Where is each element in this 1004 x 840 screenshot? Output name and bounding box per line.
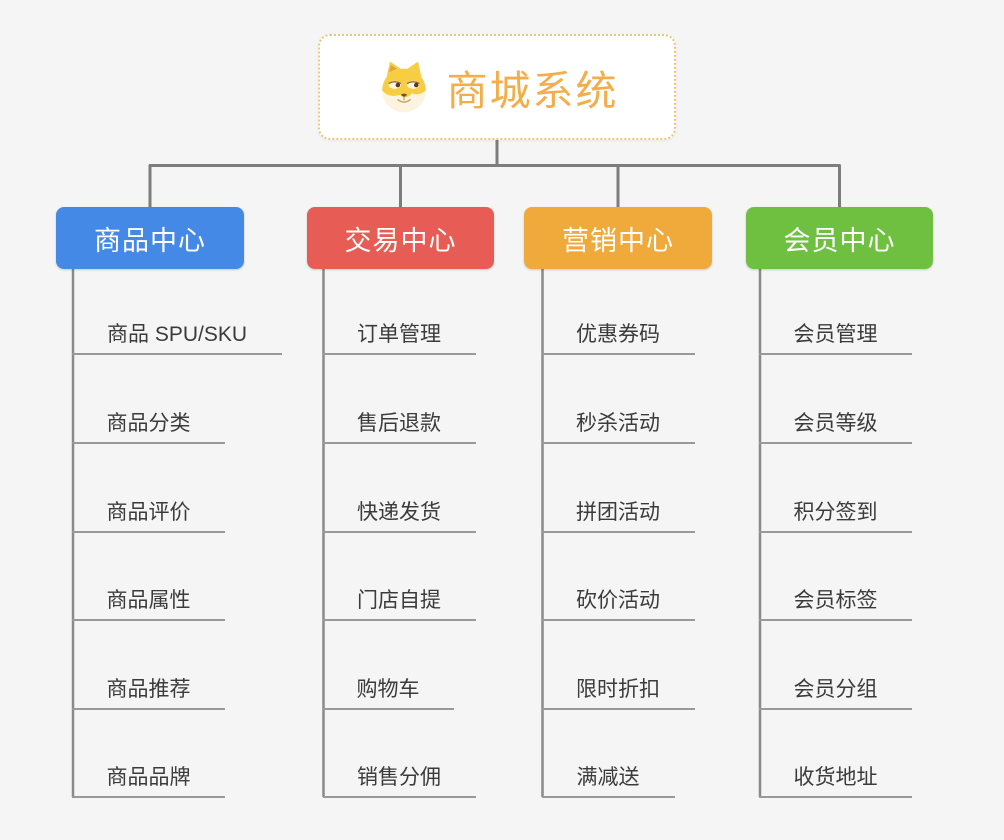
leaf-item[interactable]: 快递发货	[322, 493, 476, 533]
connector-top-rail	[148, 164, 841, 208]
leaf-item[interactable]: 会员管理	[759, 315, 912, 355]
leaf-item[interactable]: 商品属性	[72, 581, 225, 621]
leaf-item[interactable]: 积分签到	[759, 493, 912, 533]
leaf-item[interactable]: 购物车	[322, 670, 454, 710]
branch-header-member-center[interactable]: 会员中心	[746, 207, 933, 269]
root-node-title: 商城系统	[446, 68, 619, 114]
leaf-item[interactable]: 销售分佣	[322, 758, 476, 798]
leaf-item[interactable]: 商品品牌	[72, 758, 225, 798]
leaf-item[interactable]: 满减送	[541, 758, 675, 798]
leaf-item[interactable]: 限时折扣	[541, 670, 695, 710]
leaf-item[interactable]: 商品 SPU/SKU	[72, 315, 282, 355]
leaf-item[interactable]: 会员等级	[759, 404, 912, 444]
leaf-item[interactable]: 砍价活动	[541, 581, 695, 621]
leaf-item[interactable]: 订单管理	[322, 315, 476, 355]
leaf-item[interactable]: 售后退款	[322, 404, 476, 444]
root-node[interactable]: 商城系统	[318, 34, 676, 140]
leaf-item[interactable]: 商品推荐	[72, 670, 225, 710]
leaf-item[interactable]: 会员标签	[759, 581, 912, 621]
leaf-item[interactable]: 优惠券码	[541, 315, 695, 355]
leaf-item[interactable]: 拼团活动	[541, 493, 695, 533]
leaf-item[interactable]: 收货地址	[759, 758, 912, 798]
leaf-item[interactable]: 秒杀活动	[541, 404, 695, 444]
leaf-item[interactable]: 商品评价	[72, 493, 225, 533]
branch-header-trade-center[interactable]: 交易中心	[307, 207, 494, 269]
leaf-item[interactable]: 门店自提	[322, 581, 476, 621]
branch-header-product-center[interactable]: 商品中心	[56, 207, 244, 269]
shiba-dog-icon	[381, 61, 426, 113]
branch-header-marketing-center[interactable]: 营销中心	[524, 207, 712, 269]
leaf-item[interactable]: 商品分类	[72, 404, 225, 444]
leaf-item[interactable]: 会员分组	[759, 670, 912, 710]
